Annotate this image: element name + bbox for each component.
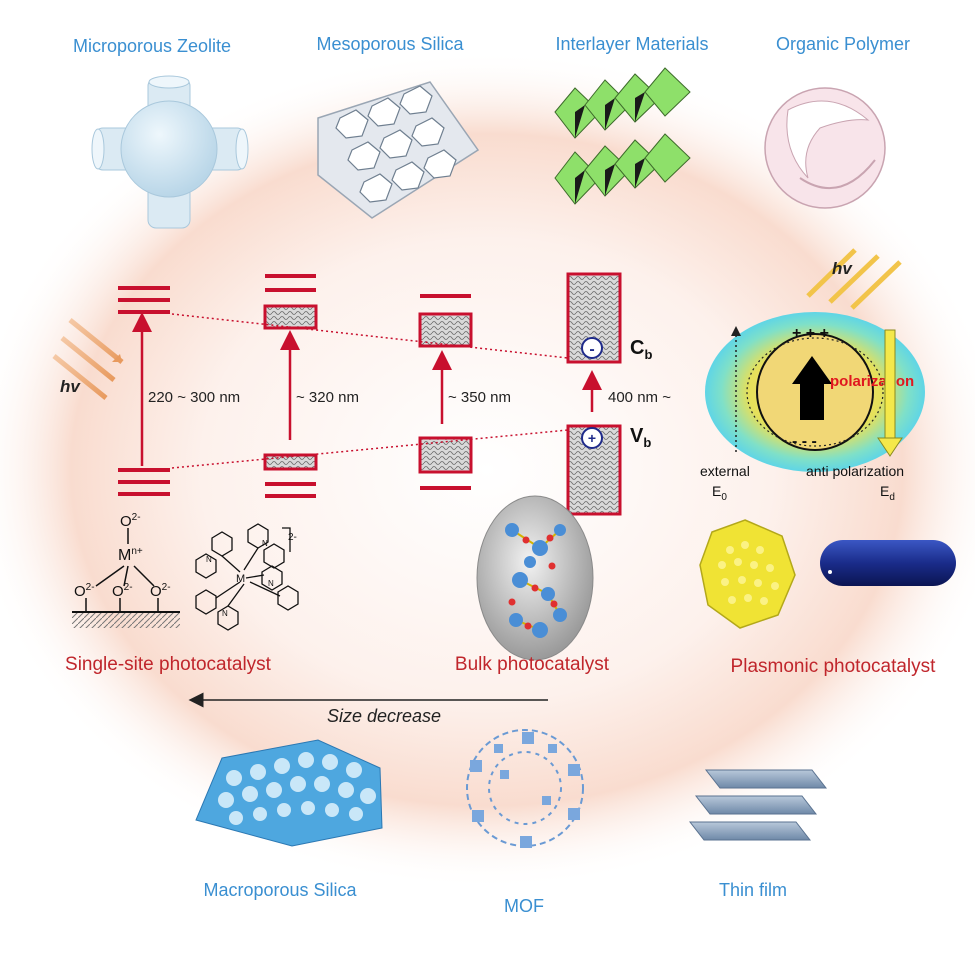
complex-metal-label: M (236, 573, 245, 585)
anti-polarization-arrow (884, 329, 896, 439)
thin-film-icon (688, 769, 828, 841)
plasmonic-label: Plasmonic photocatalyst (731, 656, 937, 677)
complex-n-label-3: N (268, 579, 274, 588)
cb-label: Cb (630, 337, 652, 362)
vb-trend-line (171, 429, 569, 469)
label-organic-polymer: Organic Polymer (776, 34, 910, 54)
plasmon-light-rays (806, 248, 902, 310)
light-rays-left (52, 318, 124, 400)
wavelength-label-4: 400 nm ~ (608, 389, 671, 406)
label-mof: MOF (504, 896, 544, 916)
plasmon-plus-signs: + + + (792, 325, 829, 342)
background-halo (0, 50, 975, 890)
plasmon-dotted-ring (746, 337, 884, 447)
wavelength-label-2: ~ 320 nm (296, 389, 359, 406)
hole-sign: + (588, 430, 596, 446)
electron-sign: - (589, 341, 594, 358)
wavelength-label-1: 220 ~ 300 nm (148, 389, 240, 406)
hole-circle (581, 427, 603, 449)
e0-label: E0 (712, 483, 727, 503)
complex-n-label-2: N (262, 539, 268, 548)
ed-label: Ed (880, 483, 895, 503)
hv-label-left: hv (60, 377, 81, 396)
gold-nanoparticle-icon (699, 519, 796, 629)
band-column-3 (418, 294, 473, 490)
metal-label: Mn+ (118, 546, 143, 564)
band-column-1 (118, 286, 170, 496)
complex-charge-label: 2- (288, 532, 297, 543)
electron-circle (581, 337, 603, 359)
organic-polymer-icon (764, 87, 886, 209)
single-site-label: Single-site photocatalyst (65, 654, 272, 675)
macroporous-silica-icon (195, 739, 383, 847)
metal-complex-structure (195, 523, 299, 631)
label-mesoporous-silica: Mesoporous Silica (316, 34, 464, 54)
bulk-label: Bulk photocatalyst (455, 654, 610, 675)
oxygen-right-label: O2- (150, 582, 171, 600)
complex-n-label-1: N (206, 555, 212, 564)
vb-label: Vb (630, 425, 651, 450)
complex-n-label-4: N (222, 609, 228, 618)
mof-icon (466, 729, 584, 848)
plasmon-minus-signs: - - - (792, 433, 817, 450)
single-site-structure (72, 528, 180, 628)
external-label: external (700, 463, 750, 479)
anti-polarization-label: anti polarization (806, 463, 904, 479)
oxygen-left-label: O2- (74, 582, 95, 600)
oxygen-top-label: O2- (120, 512, 141, 530)
hv-label-right: hv (832, 259, 853, 278)
nanorod-icon (820, 540, 956, 586)
label-macroporous-silica: Macroporous Silica (203, 880, 357, 900)
mesoporous-silica-icon (317, 81, 480, 219)
zeolite-icon (91, 75, 249, 229)
label-interlayer-materials: Interlayer Materials (555, 34, 708, 54)
polarization-label: polarization (830, 373, 914, 390)
interlayer-materials-icon (554, 67, 691, 205)
polarization-arrow (792, 356, 832, 420)
label-microporous-zeolite: Microporous Zeolite (73, 36, 231, 56)
oxygen-mid-label: O2- (112, 582, 133, 600)
wavelength-label-3: ~ 350 nm (448, 389, 511, 406)
size-decrease-label: Size decrease (327, 706, 441, 726)
bulk-crystal-icon (476, 495, 594, 661)
label-thin-film: Thin film (719, 880, 787, 900)
cb-trend-line (171, 313, 569, 359)
